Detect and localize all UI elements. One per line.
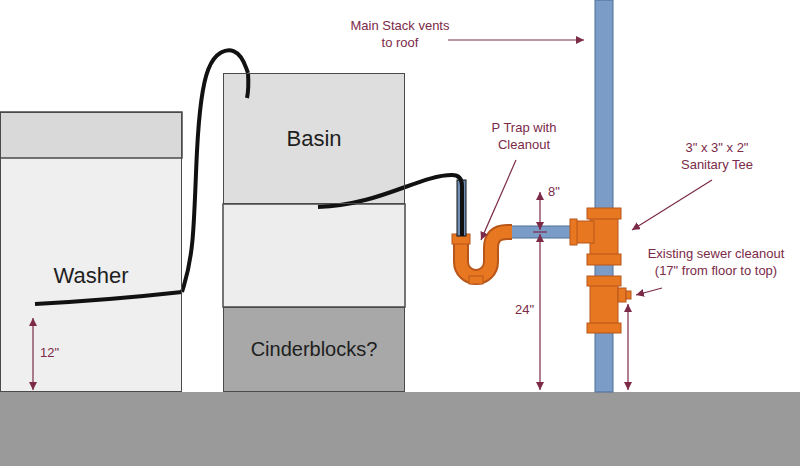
callout-label: Main Stack vents to roof	[350, 18, 450, 52]
cinderblock-box: Cinderblocks?	[223, 307, 405, 392]
dimension-label: 12"	[40, 345, 80, 362]
sanitary-tee	[587, 254, 621, 265]
basin-stand	[223, 73, 405, 204]
washer-hose-ends	[35, 292, 182, 304]
basin-box: Basin	[223, 73, 405, 204]
washer-body	[0, 112, 182, 392]
node-title: Basin	[286, 126, 341, 152]
washer-body	[0, 112, 182, 392]
callout-label: P Trap with Cleanout	[478, 120, 570, 154]
node-title: Cinderblocks?	[251, 337, 378, 361]
sanitary-tee	[570, 208, 621, 265]
dimension-line	[627, 304, 628, 390]
p-trap	[469, 276, 483, 284]
sanitary-tee	[570, 219, 577, 245]
leader-line	[448, 39, 584, 40]
dimension-line	[539, 234, 540, 390]
dimension-line	[533, 231, 547, 232]
dimension-line	[32, 318, 33, 390]
basin-stand	[223, 307, 405, 392]
washer-body	[0, 112, 182, 158]
sewer-cleanout	[587, 276, 621, 286]
washer-hose	[182, 50, 248, 292]
dimension-line	[539, 192, 540, 230]
basin-stand	[223, 204, 405, 307]
sanitary-tee	[587, 208, 621, 219]
sewer-cleanout	[618, 288, 626, 302]
leader-line	[636, 288, 662, 295]
callout-label: 3" x 3" x 2" Sanitary Tee	[662, 140, 772, 174]
dimension-label: 8"	[548, 184, 582, 201]
washer-hose-ends	[247, 73, 248, 98]
drain-hose	[318, 175, 462, 236]
washer-box: Washer	[0, 112, 182, 392]
sewer-cleanout	[626, 291, 631, 299]
p-trap	[452, 232, 512, 284]
leader-line	[632, 180, 712, 230]
basin-stand	[223, 73, 405, 392]
leader-line	[481, 160, 516, 240]
dimension-line	[33, 192, 628, 390]
dimension-label: 24"	[494, 302, 534, 319]
washer-hose-ends	[35, 73, 248, 304]
callout-label: Existing sewer cleanout (17" from floor …	[636, 246, 796, 280]
drain-hose	[318, 175, 466, 236]
sewer-cleanout	[587, 276, 631, 333]
sewer-cleanout	[587, 323, 621, 333]
node-title: Washer	[54, 263, 129, 289]
floor	[0, 392, 800, 466]
